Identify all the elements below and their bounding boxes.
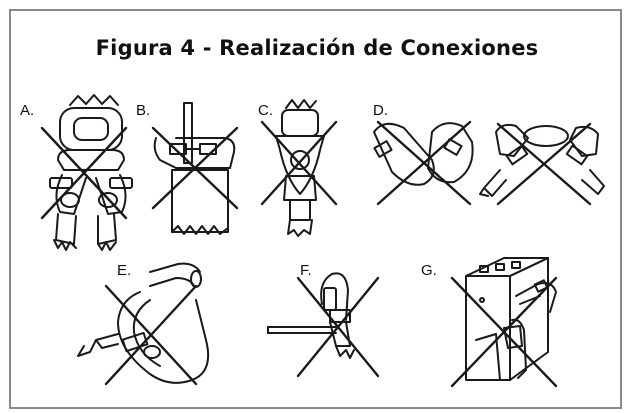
figure-frame (9, 9, 622, 409)
panel-label-g: G. (421, 262, 437, 279)
panel-f-illustration (267, 272, 380, 378)
panel-label-d: D. (373, 102, 388, 119)
panel-label-a: A. (20, 102, 35, 119)
figure-title: Figura 4 - Realización de Conexiones (95, 36, 539, 60)
panel-label-e: E. (117, 262, 132, 279)
panel-label-b: B. (136, 102, 151, 119)
panel-e-illustration (77, 262, 210, 386)
panel-a-illustration (40, 94, 133, 251)
panel-g-illustration (450, 257, 558, 388)
panel-d-illustration (373, 120, 605, 206)
panel-label-f: F. (300, 262, 312, 279)
panel-label-c: C. (258, 102, 273, 119)
panel-b-illustration (151, 102, 239, 235)
panel-c-illustration (260, 99, 338, 237)
